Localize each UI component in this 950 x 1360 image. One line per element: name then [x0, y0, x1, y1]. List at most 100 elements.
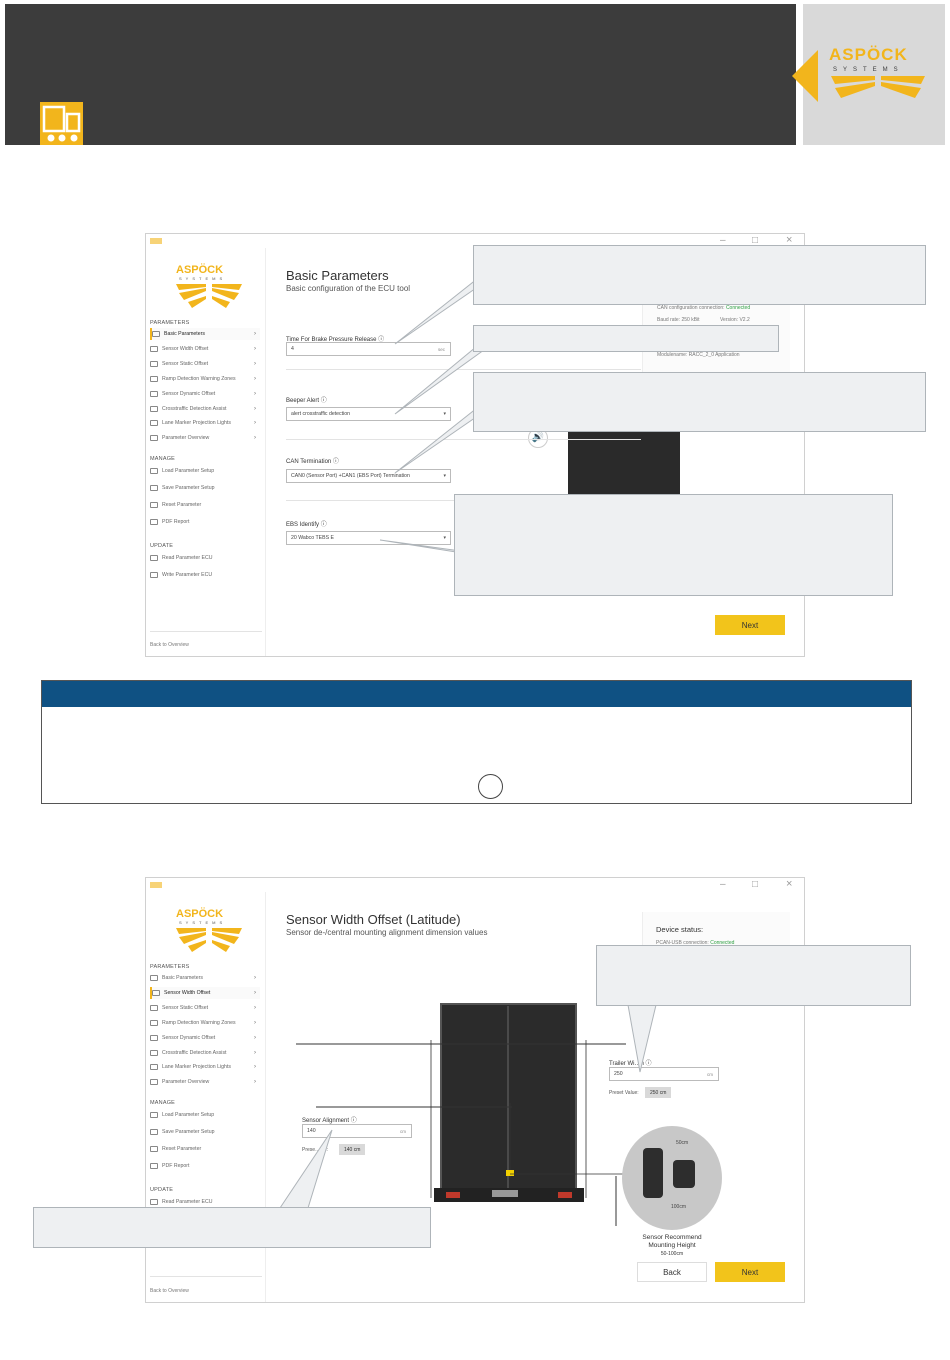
chevron-right-icon: ›: [254, 420, 256, 426]
info-icon[interactable]: ⓘ: [350, 1118, 357, 1124]
back-to-overview-link[interactable]: Back to Overview: [150, 642, 189, 648]
sidebar-item-crosstraffic[interactable]: Crosstraffic Detection Assist›: [150, 403, 260, 415]
sidebar-item-label: Basic Parameters: [164, 331, 205, 337]
sidebar-item-reset[interactable]: Reset Parameter: [150, 1143, 260, 1155]
page-subtitle: Basic configuration of the ECU tool: [286, 284, 411, 293]
caption-line: Sensor Recommend: [642, 1234, 702, 1241]
field-label: EBS Identify: [286, 522, 320, 528]
module-name: Modulename: RACC_2_0 Application: [657, 352, 740, 358]
svg-text:SYSTEMS: SYSTEMS: [179, 920, 226, 925]
sidebar-item-ramp-detection[interactable]: Ramp Detection Warning Zones›: [150, 373, 260, 385]
callout-beeper: [473, 325, 779, 352]
sidebar-item-lane-marker[interactable]: Lane Marker Projection Lights›: [150, 1061, 260, 1073]
sensor-device-left: [643, 1148, 663, 1198]
field-unit: sec: [437, 347, 445, 352]
can-termination-select[interactable]: CAN0 (Sensor Port) +CAN1 (EBS Port) Term…: [286, 469, 451, 483]
chevron-right-icon: ›: [254, 391, 256, 397]
sidebar-item-label: Crosstraffic Detection Assist: [162, 406, 227, 412]
info-icon[interactable]: ⓘ: [378, 337, 385, 343]
sidebar-item-ramp-detection[interactable]: Ramp Detection Warning Zones›: [150, 1017, 260, 1029]
reset-icon: [150, 502, 158, 508]
next-button[interactable]: Next: [715, 1262, 785, 1282]
sidebar-item-reset[interactable]: Reset Parameter: [150, 499, 260, 511]
chevron-down-icon: ▾: [443, 535, 446, 541]
trailer-preset-label: Preset Value:: [609, 1090, 639, 1096]
minimize-icon[interactable]: –: [720, 235, 726, 246]
sidebar-item-label: Ramp Detection Warning Zones: [162, 376, 236, 382]
field-value: 20 Wabco TEBS E: [291, 535, 334, 541]
sidebar-item-label: Read Parameter ECU: [162, 555, 213, 561]
sensor-top-height: 50cm: [676, 1140, 689, 1146]
sidebar-item-parameter-overview[interactable]: Parameter Overview›: [150, 432, 260, 444]
svg-text:ASPÖCK: ASPÖCK: [176, 907, 223, 920]
maximize-icon[interactable]: □: [752, 879, 759, 890]
document-icon: [152, 331, 160, 337]
divider: [286, 369, 641, 370]
pcan-connection-status: PCAN-USB connection: Connected: [656, 940, 734, 946]
sidebar-item-label: Basic Parameters: [162, 975, 203, 981]
info-icon[interactable]: ⓘ: [332, 459, 339, 465]
field-unit: cm: [400, 1129, 406, 1134]
sidebar-item-sensor-dynamic-offset[interactable]: Sensor Dynamic Offset›: [150, 1032, 260, 1044]
sidebar-item-sensor-dynamic-offset[interactable]: Sensor Dynamic Offset›: [150, 388, 260, 400]
pdf-icon: [150, 1163, 158, 1169]
ebs-identify-select[interactable]: 20 Wabco TEBS E ▾: [286, 531, 451, 545]
back-button[interactable]: Back: [637, 1262, 707, 1282]
close-icon[interactable]: ×: [786, 234, 793, 246]
sidebar-item-parameter-overview[interactable]: Parameter Overview›: [150, 1076, 260, 1088]
chevron-down-icon: ▾: [443, 473, 446, 479]
sidebar-item-load-setup[interactable]: Load Parameter Setup: [150, 1109, 260, 1121]
sidebar-item-read-ecu[interactable]: Read Parameter ECU: [150, 552, 260, 564]
beeper-alert-select[interactable]: alert crosstraffic detection▾: [286, 407, 451, 421]
sidebar-item-label: Lane Marker Projection Lights: [162, 420, 231, 426]
minimize-icon[interactable]: –: [720, 879, 726, 890]
sidebar-item-sensor-static-offset[interactable]: Sensor Static Offset›: [150, 1002, 260, 1014]
sidebar-item-basic-parameters[interactable]: Basic Parameters›: [150, 972, 260, 984]
sidebar-item-label: Crosstraffic Detection Assist: [162, 1050, 227, 1056]
info-icon[interactable]: ⓘ: [320, 398, 327, 404]
sidebar-item-label: Load Parameter Setup: [162, 468, 215, 474]
logo-arrow: [792, 50, 818, 102]
field-unit: cm: [707, 1072, 713, 1077]
chevron-right-icon: ›: [254, 346, 256, 352]
sidebar-item-sensor-static-offset[interactable]: Sensor Static Offset›: [150, 358, 260, 370]
sidebar-item-write-ecu[interactable]: Write Parameter ECU: [150, 569, 260, 581]
sidebar-item-basic-parameters[interactable]: Basic Parameters›: [150, 328, 260, 340]
sidebar-item-read-ecu[interactable]: Read Parameter ECU: [150, 1196, 260, 1208]
can-connection-status: CAN configuration connection: Connected: [657, 305, 750, 311]
sidebar-item-pdf-report[interactable]: PDF Report: [150, 516, 260, 528]
info-icon[interactable]: ⓘ: [645, 1061, 652, 1067]
info-icon[interactable]: ⓘ: [320, 522, 327, 528]
sidebar-item-save-setup[interactable]: Save Parameter Setup: [150, 1126, 260, 1138]
sidebar-item-save-setup[interactable]: Save Parameter Setup: [150, 482, 260, 494]
sidebar-item-lane-marker[interactable]: Lane Marker Projection Lights ›: [150, 417, 260, 429]
sidebar-item-pdf-report[interactable]: PDF Report: [150, 1160, 260, 1172]
page-title: Sensor Width Offset (Latitude): [286, 912, 461, 927]
back-to-overview-link[interactable]: Back to Overview: [150, 1288, 189, 1294]
svg-text:ASPÖCK: ASPÖCK: [176, 263, 223, 276]
device-status-title: Device status:: [656, 925, 704, 934]
sidebar-item-crosstraffic[interactable]: Crosstraffic Detection Assist›: [150, 1047, 260, 1059]
sidebar-item-sensor-width-offset[interactable]: Sensor Width Offset›: [150, 343, 260, 355]
next-button[interactable]: Next: [715, 615, 785, 635]
callout-ebs: [454, 494, 893, 596]
sidebar-logo: ASPÖCK SYSTEMS: [176, 907, 242, 952]
maximize-icon[interactable]: □: [752, 235, 759, 246]
header-band: [5, 4, 796, 145]
chevron-right-icon: ›: [254, 1079, 256, 1085]
close-icon[interactable]: ×: [786, 878, 793, 890]
light-icon: [150, 420, 158, 426]
note-box: [41, 680, 912, 804]
truck-icon: [40, 102, 83, 145]
sidebar-item-load-setup[interactable]: Load Parameter Setup: [150, 465, 260, 477]
callout-sensor-alignment: [33, 1207, 431, 1248]
sidebar-item-sensor-width-offset[interactable]: Sensor Width Offset›: [150, 987, 260, 999]
callout-can: [473, 372, 926, 432]
sidebar-item-label: Write Parameter ECU: [162, 572, 213, 578]
width-icon: [152, 990, 160, 996]
trailer-image: [568, 430, 680, 496]
chevron-down-icon: ▾: [443, 411, 446, 417]
